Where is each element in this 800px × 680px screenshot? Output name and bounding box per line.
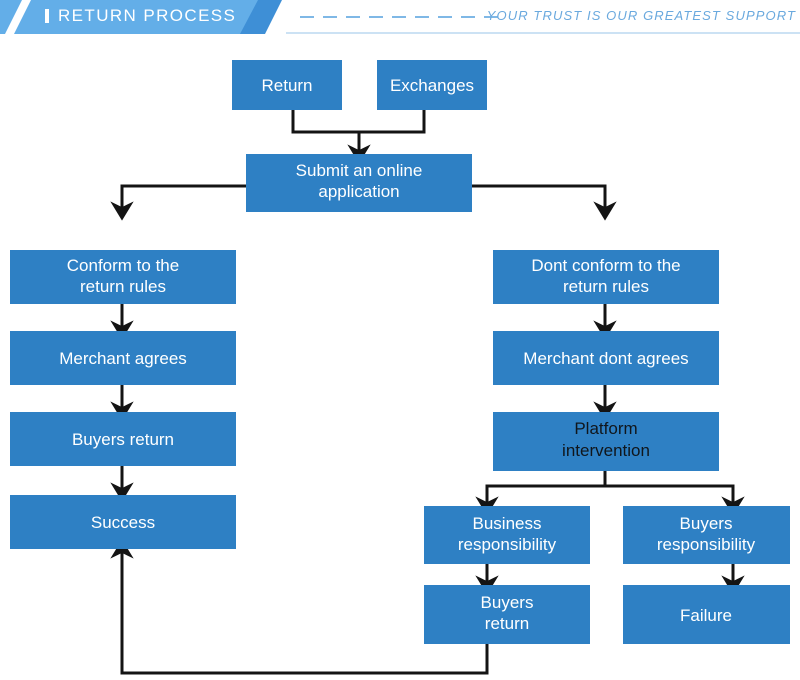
edge-return-exchanges-join — [291, 110, 426, 134]
node-dont-conform-rules[interactable]: Dont conform to the return rules — [493, 250, 719, 304]
node-buyers-responsibility-label-line1: Buyers — [680, 514, 733, 533]
vertical-bar-icon — [45, 9, 49, 23]
node-buyers-responsibility-label-line2: responsibility — [657, 535, 756, 554]
banner-accent-gap-icon — [265, 0, 300, 34]
node-merchant-dont-agrees-box[interactable] — [493, 331, 719, 385]
node-merchant-agrees[interactable]: Merchant agrees — [10, 331, 236, 385]
node-exchanges[interactable]: Exchanges — [377, 60, 487, 110]
node-buyers-responsibility[interactable]: Buyers responsibility — [623, 506, 790, 564]
node-dont-conform-rules-box[interactable] — [493, 250, 719, 304]
node-dont-conform-rules-label-line2: return rules — [563, 277, 649, 296]
node-success[interactable]: Success — [10, 495, 236, 549]
header-banner-shape — [0, 0, 800, 34]
page-title: RETURN PROCESS — [45, 6, 236, 26]
node-merchant-dont-agrees-label: Merchant dont agrees — [523, 349, 688, 368]
node-conform-rules-box[interactable] — [10, 250, 236, 304]
node-platform-intervention-label-line1: Platform — [574, 419, 637, 438]
node-business-responsibility-box[interactable] — [424, 506, 590, 564]
node-buyers-return-right-box[interactable] — [424, 585, 590, 644]
edge-buyers-return-to-success-feedback — [110, 539, 489, 675]
node-buyers-return-left-label: Buyers return — [72, 430, 174, 449]
node-exchanges-label: Exchanges — [390, 76, 474, 95]
edge-platform-to-business-responsibility — [475, 471, 607, 516]
banner-accent-chevron-icon — [240, 0, 286, 34]
node-exchanges-box[interactable] — [377, 60, 487, 110]
node-success-label: Success — [91, 513, 155, 532]
node-return[interactable]: Return — [232, 60, 342, 110]
node-merchant-dont-agrees[interactable]: Merchant dont agrees — [493, 331, 719, 385]
node-business-responsibility[interactable]: Business responsibility — [424, 506, 590, 564]
node-conform-rules[interactable]: Conform to the return rules — [10, 250, 236, 304]
node-failure-label: Failure — [680, 606, 732, 625]
node-submit-application[interactable]: Submit an online application — [246, 154, 472, 212]
node-merchant-agrees-box[interactable] — [10, 331, 236, 385]
node-buyers-return-left[interactable]: Buyers return — [10, 412, 236, 466]
node-return-box[interactable] — [232, 60, 342, 110]
banner-slash-icon — [5, 0, 31, 34]
node-business-responsibility-label-line2: responsibility — [458, 535, 557, 554]
node-business-responsibility-label-line1: Business — [473, 514, 542, 533]
node-return-label: Return — [261, 76, 312, 95]
node-failure[interactable]: Failure — [623, 585, 790, 644]
return-process-flowchart: Return Exchanges Submit an online applic… — [10, 60, 790, 675]
node-buyers-responsibility-box[interactable] — [623, 506, 790, 564]
edge-platform-to-buyers-responsibility — [605, 484, 745, 516]
header-banner: RETURN PROCESS YOUR TRUST IS OUR GREATES… — [0, 0, 800, 34]
node-buyers-return-right-label-line2: return — [485, 614, 529, 633]
node-buyers-return-right-label-line1: Buyers — [481, 593, 534, 612]
node-submit-application-label-line2: application — [318, 182, 399, 201]
node-buyers-return-right[interactable]: Buyers return — [424, 585, 590, 644]
node-failure-box[interactable] — [623, 585, 790, 644]
page-title-text: RETURN PROCESS — [58, 6, 237, 25]
node-dont-conform-rules-label-line1: Dont conform to the — [531, 256, 680, 275]
node-platform-intervention[interactable]: Platform intervention — [493, 412, 719, 471]
banner-primary-shape — [0, 0, 265, 34]
node-merchant-agrees-label: Merchant agrees — [59, 349, 187, 368]
node-submit-application-box[interactable] — [246, 154, 472, 212]
node-platform-intervention-label-line2: intervention — [562, 441, 650, 460]
header-tagline: YOUR TRUST IS OUR GREATEST SUPPORT — [486, 8, 796, 23]
node-conform-rules-label-line1: Conform to the — [67, 256, 179, 275]
node-conform-rules-label-line2: return rules — [80, 277, 166, 296]
node-platform-intervention-box[interactable] — [493, 412, 719, 471]
node-success-box[interactable] — [10, 495, 236, 549]
node-submit-application-label-line1: Submit an online — [296, 161, 423, 180]
node-buyers-return-left-box[interactable] — [10, 412, 236, 466]
